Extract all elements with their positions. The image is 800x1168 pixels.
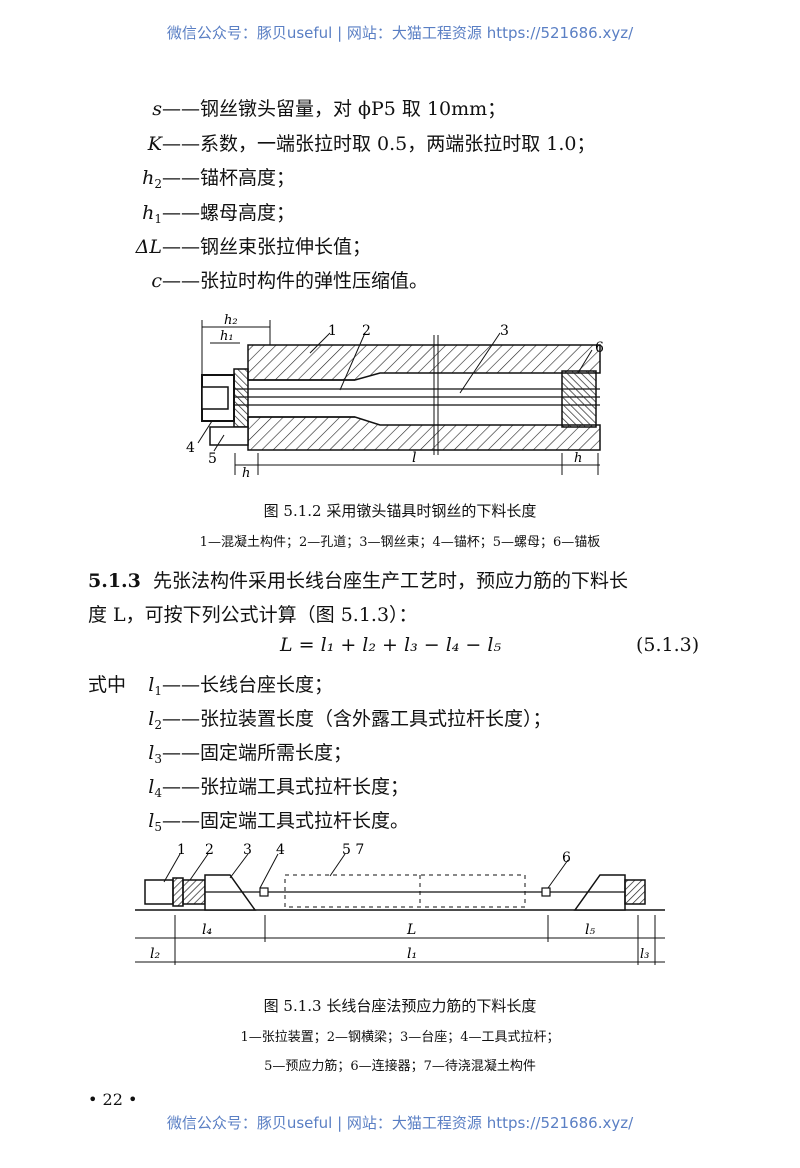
section-5-1-3-line1: 5.1.3 先张法构件采用长线台座生产工艺时，预应力筋的下料长 — [88, 570, 628, 592]
shizhong-label: 式中 — [88, 674, 127, 696]
figure-5-1-3: 1 2 3 4 5 7 6 l₄ L l₅ l₂ l₁ l₃ — [135, 842, 665, 965]
figure-5-1-2: 1 2 3 6 4 5 h₂ h₁ l h h — [186, 313, 604, 480]
fig1-label-h2: h₂ — [224, 313, 238, 328]
fig1-label-5: 5 — [208, 451, 217, 467]
fig2-label-4: 4 — [276, 842, 285, 858]
fig1-label-1: 1 — [328, 323, 337, 339]
watermark-bottom: 微信公众号：豚贝useful | 网站：大猫工程资源 https://52168… — [166, 1114, 634, 1132]
fig1-label-3: 3 — [500, 323, 509, 339]
fig1-label-6: 6 — [595, 340, 604, 356]
formula: L = l₁ + l₂ + l₃ − l₄ − l₅ — [280, 634, 502, 656]
def-l2: l2——张拉装置长度（含外露工具式拉杆长度）； — [148, 708, 552, 732]
fig2-label-5-7: 5 7 — [342, 842, 364, 858]
def-k: K——系数，一端张拉时取 0.5，两端张拉时取 1.0； — [147, 133, 596, 155]
fig1-label-h: h — [242, 466, 250, 480]
fig2-label-3: 3 — [243, 842, 252, 858]
section-5-1-3-line2: 度 L，可按下列公式计算（图 5.1.3）： — [88, 604, 418, 626]
def-l3: l3——固定端所需长度； — [148, 742, 353, 766]
def-h2: h2——锚杯高度； — [142, 167, 296, 191]
fig2-legend-line2: 5—预应力筋；6—连接器；7—待浇混凝土构件 — [264, 1059, 536, 1074]
fig1-label-2: 2 — [362, 323, 371, 339]
fig1-label-4: 4 — [186, 440, 195, 456]
fig2-label-l2: l₂ — [150, 946, 160, 962]
fig2-legend-line1: 1—张拉装置；2—钢横梁；3—台座；4—工具式拉杆； — [240, 1030, 560, 1045]
def-s: s——钢丝镦头留量，对 ϕP5 取 10mm； — [152, 98, 507, 120]
def-c: c——张拉时构件的弹性压缩值。 — [151, 270, 429, 292]
fig2-label-6: 6 — [562, 850, 571, 866]
fig2-label-L: L — [406, 922, 416, 938]
fig2-label-l3: l₃ — [640, 947, 649, 962]
fig2-caption: 图 5.1.3 长线台座法预应力筋的下料长度 — [263, 997, 537, 1015]
page-number: • 22 • — [88, 1090, 138, 1109]
fig1-legend: 1—混凝土构件；2—孔道；3—钢丝束；4—锚杯；5—螺母；6—锚板 — [199, 535, 601, 550]
def-l4: l4——张拉端工具式拉杆长度； — [148, 776, 410, 800]
def-h1: h1——螺母高度； — [142, 202, 296, 226]
watermark-top: 微信公众号：豚贝useful | 网站：大猫工程资源 https://52168… — [166, 24, 634, 42]
def-delta-l: ΔL——钢丝束张拉伸长值； — [135, 236, 372, 258]
def-l1: l1——长线台座长度； — [148, 674, 334, 698]
fig2-label-2: 2 — [205, 842, 214, 858]
fig2-label-1: 1 — [177, 842, 186, 858]
formula-number: (5.1.3) — [636, 634, 700, 656]
fig1-label-h1: h₁ — [220, 329, 234, 344]
fig1-label-l: l — [412, 450, 416, 466]
fig2-label-l5: l₅ — [585, 922, 595, 938]
fig2-label-l4: l₄ — [202, 922, 212, 938]
fig1-caption: 图 5.1.2 采用镦头锚具时钢丝的下料长度 — [263, 502, 537, 520]
fig1-label-h-right: h — [574, 451, 582, 466]
def-l5: l5——固定端工具式拉杆长度。 — [148, 810, 410, 834]
fig2-label-l1: l₁ — [407, 946, 417, 962]
